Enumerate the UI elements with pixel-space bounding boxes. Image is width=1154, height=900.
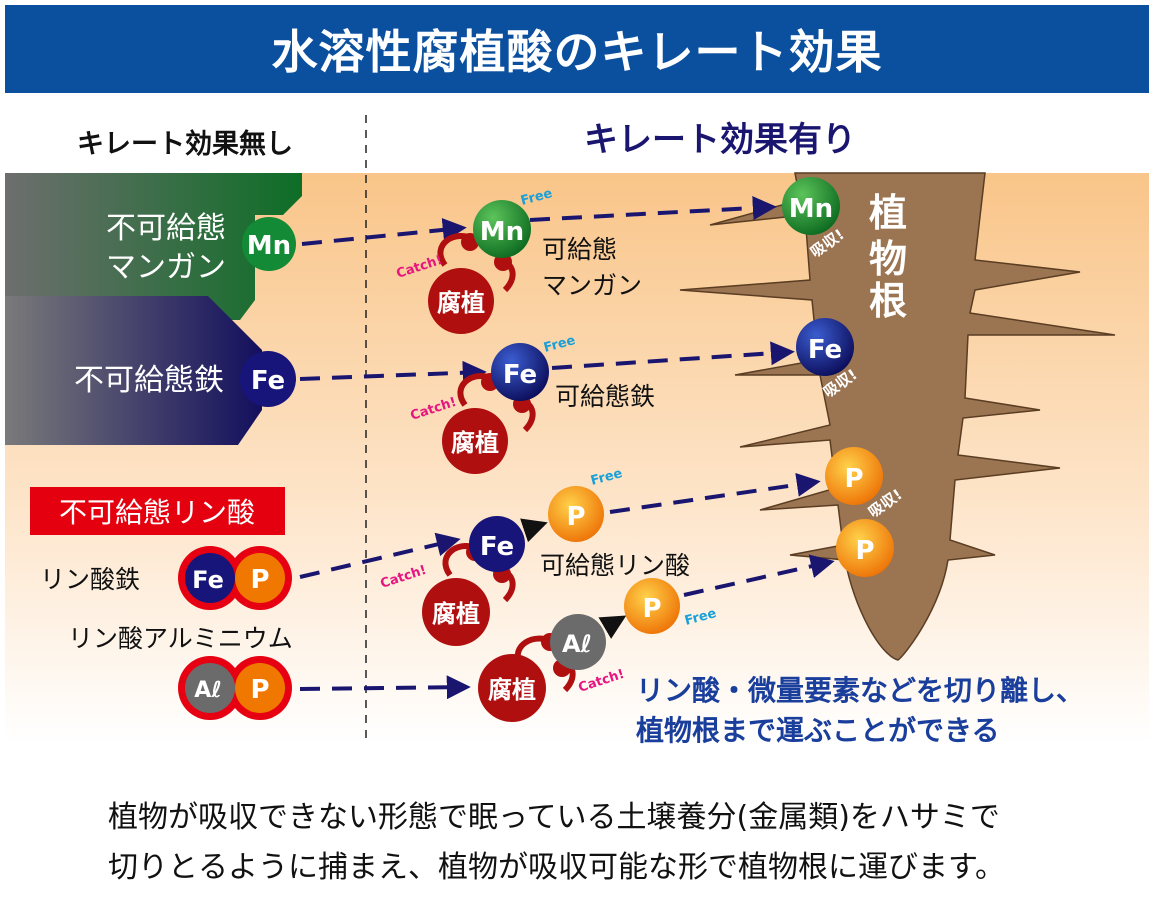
manganese-block <box>5 173 302 320</box>
available-mn-line2: マンガン <box>542 271 642 300</box>
svg-text:Mn: Mn <box>480 217 524 247</box>
svg-text:P: P <box>250 565 269 595</box>
svg-text:Aℓ: Aℓ <box>194 678 221 703</box>
available-fe-label: 可給態鉄 <box>555 382 655 411</box>
left-mn-line1: 不可給態 <box>106 211 226 246</box>
left-mn-ion <box>242 217 296 271</box>
humic-fe-phosphate-complex: 腐植 Fe P Catch! Free <box>379 466 624 646</box>
svg-text:腐植: 腐植 <box>451 429 499 457</box>
caption-line-2: 切りとるように捕まえ、植物が吸収可能な形で植物根に運びます。 <box>108 850 1005 885</box>
caption: 植物が吸収できない形態で眠っている土壌養分(金属類)をハサミで 切りとるように捕… <box>108 793 1005 893</box>
svg-text:Fe: Fe <box>808 335 842 365</box>
svg-text:物: 物 <box>869 237 907 281</box>
section-title-with: キレート効果有り <box>584 120 856 160</box>
svg-text:P: P <box>642 594 661 624</box>
svg-text:Mn: Mn <box>789 194 833 224</box>
svg-text:P: P <box>855 536 874 566</box>
aluminum-phosphate-molecule: Aℓ P <box>178 656 292 720</box>
iron-phosphate-label: リン酸鉄 <box>40 565 140 594</box>
humic-fe-complex: 腐植 Fe Catch! Free <box>409 333 577 474</box>
svg-text:P: P <box>844 464 863 494</box>
svg-text:Fe: Fe <box>480 532 514 562</box>
svg-text:腐植: 腐植 <box>432 600 480 628</box>
flow-arrows <box>299 196 835 700</box>
svg-text:根: 根 <box>869 279 907 323</box>
iron-phosphate-molecule: Fe P <box>178 546 292 610</box>
svg-text:Fe: Fe <box>192 566 224 594</box>
svg-text:P: P <box>566 502 585 532</box>
absorbed-ions: Mn Fe P P <box>782 177 894 577</box>
section-title-without: キレート効果無し <box>77 129 293 160</box>
phosphate-badge <box>30 487 285 535</box>
left-fe-label: 不可給態鉄 <box>74 363 224 398</box>
available-phosphate-label: 可給態リン酸 <box>540 551 690 580</box>
caption-line-1: 植物が吸収できない形態で眠っている土壌養分(金属類)をハサミで <box>108 800 1000 835</box>
svg-text:不可給態リン酸: 不可給態リン酸 <box>59 496 255 529</box>
page-title: 水溶性腐植酸のキレート効果 <box>271 25 883 79</box>
left-fe-ion <box>240 351 296 407</box>
left-mn-line2: マンガン <box>106 250 226 285</box>
svg-text:P: P <box>250 675 269 705</box>
available-mn-line1: 可給態 <box>542 235 617 264</box>
svg-text:Fe: Fe <box>503 360 537 390</box>
svg-text:Aℓ: Aℓ <box>562 630 592 658</box>
iron-block <box>5 296 262 445</box>
root-label: 植 物 根 <box>869 191 907 323</box>
svg-text:植物根まで運ぶことができる: 植物根まで運ぶことができる <box>636 714 999 747</box>
svg-text:植: 植 <box>869 191 907 235</box>
svg-text:腐植: 腐植 <box>488 676 536 704</box>
summary-text: リン酸・微量要素などを切り離し、 植物根まで運ぶことができる <box>636 674 1084 747</box>
svg-text:腐植: 腐植 <box>437 289 485 317</box>
title-banner: 水溶性腐植酸のキレート効果 <box>5 5 1149 93</box>
svg-text:Fe: Fe <box>251 366 285 396</box>
release-arrows <box>520 518 627 639</box>
svg-text:Mn: Mn <box>247 231 291 261</box>
plant-root <box>679 172 1116 661</box>
aluminum-phosphate-label: リン酸アルミニウム <box>68 624 293 653</box>
svg-text:リン酸・微量要素などを切り離し、: リン酸・微量要素などを切り離し、 <box>636 674 1084 707</box>
